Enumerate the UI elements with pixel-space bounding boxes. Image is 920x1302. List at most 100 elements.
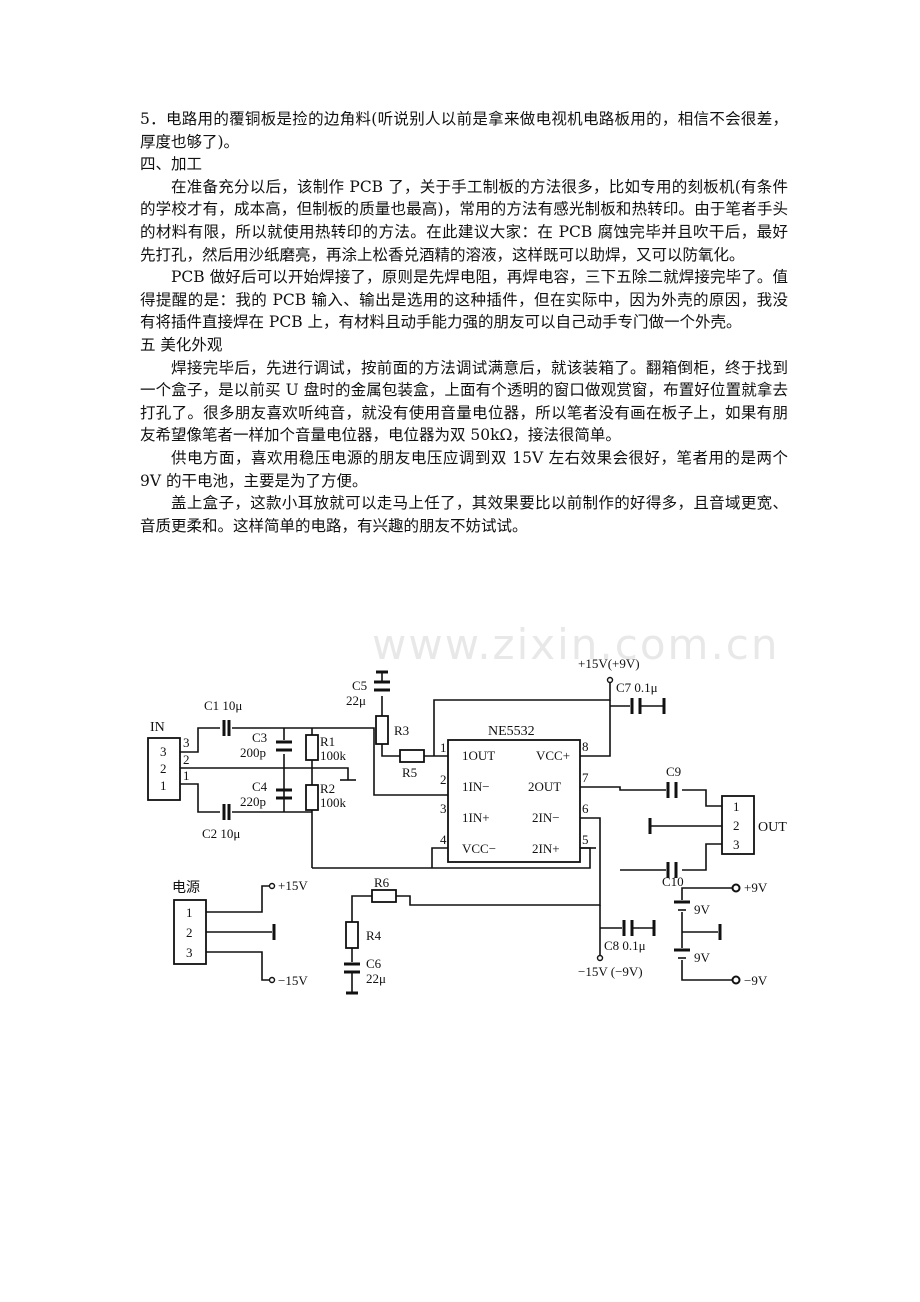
battery-upper-label: 9V — [694, 902, 711, 917]
capacitor-c6 — [344, 962, 360, 995]
paragraph-conclusion: 盖上盒子，这款小耳放就可以走马上任了，其效果要比以前制作的好得多，且音域更宽、音… — [140, 494, 788, 535]
capacitor-c9 — [666, 782, 678, 798]
in-pin-3: 3 — [160, 744, 167, 759]
in-connector — [147, 737, 181, 801]
wire-vcc-plus — [580, 700, 611, 757]
batt-minus-terminal — [731, 975, 741, 985]
ne5532-chip — [447, 739, 581, 863]
wire-ground — [198, 767, 349, 780]
ic-pin-2out: 2OUT — [528, 779, 561, 794]
r4-label: R4 — [366, 928, 382, 943]
resistor-r2 — [305, 784, 319, 811]
wire-psu3 — [206, 951, 270, 981]
c9-label: C9 — [666, 764, 681, 779]
ic-num-2: 2 — [440, 772, 447, 787]
section-heading-5: 五 美化外观 — [140, 335, 223, 354]
batt-minus-label: −9V — [744, 973, 768, 988]
c3-value: 200p — [240, 745, 266, 760]
r5-label: R5 — [402, 765, 417, 780]
capacitor-c2 — [222, 804, 231, 820]
capacitor-c10 — [666, 862, 678, 878]
power-pin-1: 1 — [186, 905, 193, 920]
psu-minus-terminal — [268, 976, 276, 984]
in-wire-2: 2 — [183, 752, 190, 767]
wire-2out — [580, 786, 666, 791]
wire-vcc-minus — [431, 847, 448, 868]
c5-label: C5 — [352, 678, 367, 693]
wire-c10-out — [682, 843, 722, 871]
c8-label: C8 0.1μ — [604, 938, 646, 953]
c6-label: C6 — [366, 956, 382, 971]
capacitor-c5 — [374, 670, 390, 692]
paragraph-soldering: PCB 做好后可以开始焊接了，原则是先焊电阻，再焊电容，三下五除二就焊接完毕了。… — [140, 268, 788, 332]
in-pin-1: 1 — [160, 778, 167, 793]
power-pin-3: 3 — [186, 945, 193, 960]
wire-batt-minus — [681, 960, 732, 981]
watermark: www.zixin.com.cn — [372, 620, 780, 669]
out-pin-2: 2 — [733, 818, 740, 833]
battery-lower — [674, 948, 690, 959]
capacitor-c4 — [276, 788, 292, 800]
capacitor-c8 — [622, 920, 656, 936]
batt-plus-terminal — [731, 883, 741, 893]
ic-num-1: 1 — [440, 740, 447, 755]
ic-pin-1in-plus: 1IN+ — [462, 810, 490, 825]
section-heading-4: 四、加工 — [140, 155, 203, 174]
battery-upper — [674, 900, 690, 911]
out-pin-3: 3 — [733, 837, 740, 852]
r2-label: R2 — [320, 781, 335, 796]
capacitor-c1 — [222, 720, 231, 736]
power-pin-2: 2 — [186, 925, 193, 940]
resistor-r4 — [345, 921, 359, 949]
rail-bottom-label: −15V (−9V) — [578, 964, 643, 979]
psu-plus-label: +15V — [278, 878, 308, 893]
in-wire-1: 1 — [183, 768, 190, 783]
out-label: OUT — [758, 820, 787, 835]
wire-psu1 — [206, 885, 270, 913]
capacitor-c3 — [276, 740, 292, 752]
batt-plus-label: +9V — [744, 880, 768, 895]
resistor-r6 — [371, 889, 397, 903]
r3-label: R3 — [394, 723, 409, 738]
c10-label: C10 — [662, 874, 684, 889]
r6-label: R6 — [374, 875, 390, 890]
r1-label: R1 — [320, 734, 335, 749]
c4-value: 220p — [240, 794, 266, 809]
ic-pin-vcc-minus: VCC− — [462, 841, 496, 856]
ic-pin-vcc-plus: VCC+ — [536, 748, 570, 763]
paragraph-processing: 在准备充分以后，该制作 PCB 了，关于手工制板的方法很多，比如专用的刻板机(有… — [140, 177, 788, 264]
c2-label: C2 10μ — [202, 826, 240, 841]
wire-batt-plus — [681, 887, 732, 900]
ic-num-4: 4 — [440, 832, 447, 847]
c1-label: C1 10μ — [204, 698, 242, 713]
rail-top-label: +15V(+9V) — [578, 656, 640, 671]
c6-value: 22μ — [366, 971, 386, 986]
ic-num-3: 3 — [440, 801, 447, 816]
capacitor-c7 — [630, 698, 666, 714]
wire-2in-minus — [396, 817, 601, 906]
wire-in1 — [180, 783, 220, 813]
ic-pin-2in-minus: 2IN− — [532, 810, 560, 825]
ic-pin-2in-plus: 2IN+ — [532, 841, 560, 856]
wire-feedback-top — [433, 682, 611, 756]
in-wire-3: 3 — [183, 735, 190, 750]
paragraph-enclosure: 焊接完毕后，先进行调试，按前面的方法调试满意后，就该装箱了。翻箱倒柜，终于找到一… — [140, 358, 788, 445]
paragraph-power: 供电方面，喜欢用稳压电源的朋友电压应调到双 15V 左右效果会很好，笔者用的是两… — [140, 448, 788, 490]
wire-r6-r4 — [351, 895, 372, 922]
psu-plus-terminal — [268, 882, 276, 890]
ic-num-8: 8 — [582, 739, 589, 754]
r1-value: 100k — [320, 748, 347, 763]
ic-num-5: 5 — [582, 832, 589, 847]
resistor-r1 — [305, 734, 319, 761]
ic-pin-1in-minus: 1IN− — [462, 779, 490, 794]
rail-top-terminal — [606, 676, 614, 684]
c4-label: C4 — [252, 779, 268, 794]
article-text: 5．电路用的覆铜板是捡的边角料(听说别人以前是拿来做电视机电路板用的，相信不会很… — [140, 108, 788, 537]
c7-label: C7 0.1μ — [616, 680, 658, 695]
resistor-r5 — [399, 749, 425, 763]
ic-name: NE5532 — [488, 724, 535, 739]
wire-to-1in-plus — [312, 727, 448, 796]
schematic-wires — [180, 682, 732, 992]
paragraph-1: 5．电路用的覆铜板是捡的边角料(听说别人以前是拿来做电视机电路板用的，相信不会很… — [140, 110, 788, 151]
c3-label: C3 — [252, 730, 267, 745]
